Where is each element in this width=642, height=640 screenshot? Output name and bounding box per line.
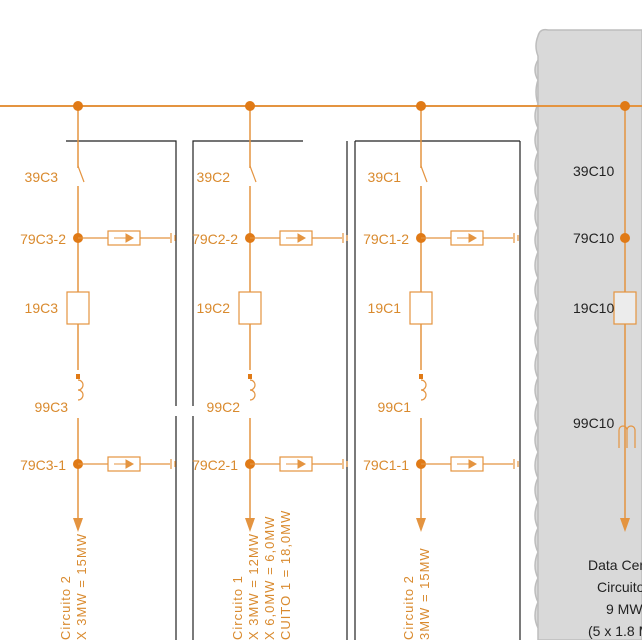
bus-node xyxy=(416,101,426,111)
breaker-bottom-label: 79C2-1 xyxy=(192,457,238,473)
disconnect-switch-icon xyxy=(77,165,85,183)
relay-label: 19C10 xyxy=(573,300,614,316)
switch-label: 39C10 xyxy=(573,163,614,179)
relay-label: 19C2 xyxy=(197,300,231,316)
relay-box xyxy=(409,291,433,325)
feeder-arrow-icon xyxy=(245,518,255,532)
data-center-shaded-region xyxy=(534,28,642,640)
relay-label: 19C3 xyxy=(25,300,59,316)
current-transformer-icon xyxy=(76,374,84,401)
surge-arrester-icon xyxy=(421,456,519,472)
bus-node xyxy=(620,101,630,111)
circuit-label: CUITO 1 = 18,0MW xyxy=(278,510,293,640)
relay-label: 19C1 xyxy=(368,300,402,316)
relay-box xyxy=(238,291,262,325)
breaker-top-label: 79C1-2 xyxy=(363,231,409,247)
disconnect-switch-icon xyxy=(249,165,257,183)
circuit-label: Circuito 2 xyxy=(58,575,73,640)
data-center-caption-line: (5 x 1.8 M xyxy=(588,623,642,639)
surge-arrester-icon xyxy=(250,230,348,246)
circuit-label: 3MW = 15MW xyxy=(417,547,432,640)
circuit-label: X 3MW = 12MW xyxy=(246,533,261,640)
relay-box xyxy=(66,291,90,325)
surge-arrester-icon xyxy=(78,456,176,472)
surge-arrester-icon xyxy=(250,456,348,472)
current-transformer-icon xyxy=(248,374,256,401)
breaker-bottom-label: 79C1-1 xyxy=(363,457,409,473)
bus-node xyxy=(73,101,83,111)
disconnect-switch-icon xyxy=(420,165,428,183)
bus-node xyxy=(620,233,630,243)
surge-arrester-icon xyxy=(78,230,176,246)
breaker-top-label: 79C2-2 xyxy=(192,231,238,247)
circuit-label: X 3MW = 15MW xyxy=(74,533,89,640)
feeder-arrow-icon xyxy=(620,518,630,532)
cubicle-frames xyxy=(66,140,521,640)
switch-label: 39C1 xyxy=(368,169,402,185)
ct-label: 99C3 xyxy=(35,399,69,415)
ct-label: 99C1 xyxy=(378,399,412,415)
current-transformer-icon xyxy=(618,425,636,448)
bus-node xyxy=(245,101,255,111)
current-transformer-icon xyxy=(419,374,427,401)
data-center-caption-line: Circuito xyxy=(597,579,642,595)
ct-label: 99C10 xyxy=(573,415,614,431)
data-center-caption-line: 9 MW xyxy=(606,601,642,617)
breaker-bottom-label: 79C3-1 xyxy=(20,457,66,473)
breaker-top-label: 79C3-2 xyxy=(20,231,66,247)
surge-arrester-icon xyxy=(421,230,519,246)
switch-label: 39C2 xyxy=(197,169,231,185)
breaker-label: 79C10 xyxy=(573,230,614,246)
data-center-caption-line: Data Cen xyxy=(588,557,642,573)
circuit-label: Circuito 2 xyxy=(401,575,416,640)
switch-label: 39C3 xyxy=(25,169,59,185)
circuit-label: Circuito 1 xyxy=(230,575,245,640)
circuit-label: X 6,0MW = 6,0MW xyxy=(262,516,277,640)
feeder-arrow-icon xyxy=(416,518,426,532)
ct-label: 99C2 xyxy=(207,399,241,415)
feeder-arrow-icon xyxy=(73,518,83,532)
relay-box xyxy=(613,291,637,325)
